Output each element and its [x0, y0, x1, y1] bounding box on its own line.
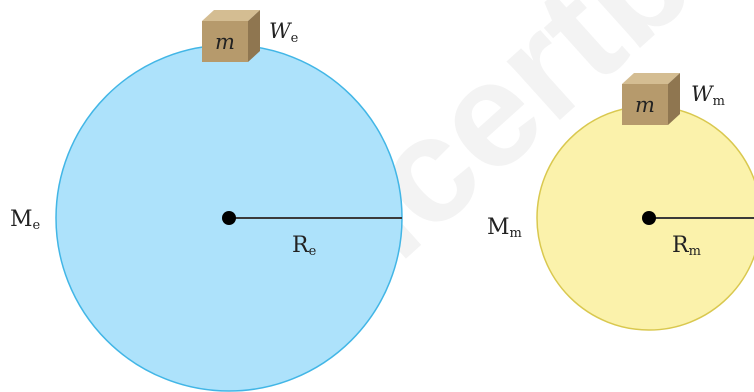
- moon-center-dot: [642, 211, 656, 225]
- moon-block-side: [668, 73, 680, 125]
- moon-radius-label: Rm: [672, 233, 701, 259]
- earth-block-top: [202, 10, 260, 21]
- earth-block: m: [202, 10, 260, 62]
- earth-block-side: [248, 10, 260, 62]
- moon-block-mass: m: [635, 93, 655, 117]
- earth-block-mass: m: [215, 30, 235, 54]
- earth-mass-label: Me: [10, 207, 41, 233]
- earth-block-front: [202, 21, 248, 62]
- earth-group: Me Re m We: [10, 10, 403, 392]
- moon-block: m: [622, 73, 680, 125]
- moon-mass-label: Mm: [487, 215, 522, 241]
- earth-center-dot: [222, 211, 236, 225]
- moon-block-top: [622, 73, 680, 84]
- earth-radius-label: Re: [292, 233, 317, 259]
- moon-block-front: [622, 84, 668, 125]
- earth-weight-label: We: [269, 19, 299, 46]
- moon-weight-label: Wm: [691, 82, 725, 109]
- moon-group: Mm Rm m Wm: [487, 73, 754, 331]
